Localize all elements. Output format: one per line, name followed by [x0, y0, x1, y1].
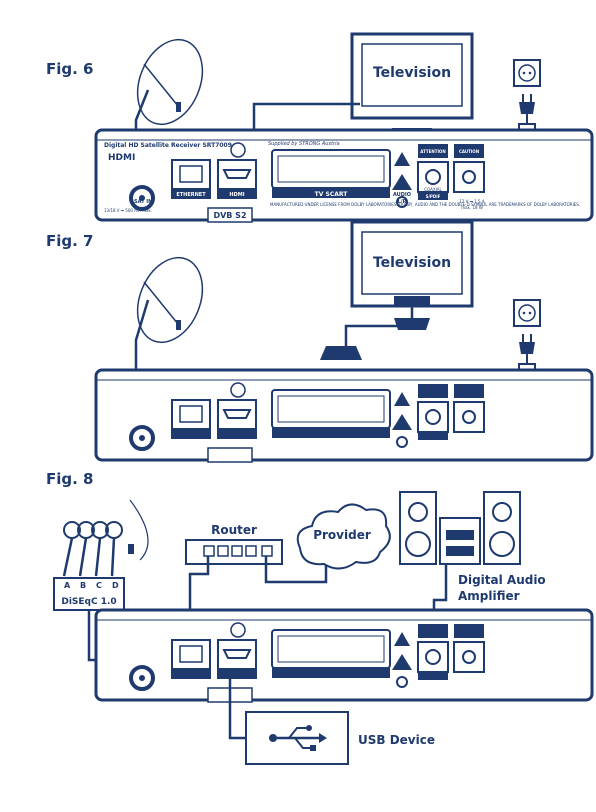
lnb-cables [62, 537, 116, 577]
receiver-supplied: Supplied by STRONG Austria [268, 141, 340, 147]
license-text: MANUFACTURED UNDER LICENSE FROM DOLBY LA… [270, 202, 580, 207]
audio-label: AUDIO [393, 192, 411, 198]
usb-device-label: USB Device [358, 733, 435, 747]
scart-plug-icon [394, 318, 430, 330]
tv-label: Television [373, 255, 451, 271]
figure-label: Fig. 6 [46, 60, 93, 78]
lr-label: L/R [398, 199, 407, 205]
amplifier-icon [439, 517, 481, 565]
satellite-dish-icon [124, 29, 216, 135]
sat-spec: 13/18 V ⎓ 500 mA max. [104, 208, 152, 213]
scart-plug-icon [320, 346, 362, 360]
television-icon [350, 220, 474, 308]
speaker-icon [483, 491, 521, 565]
tv-label: Television [373, 65, 451, 81]
router-label: Router [211, 523, 257, 537]
diseqc-port-a: A [64, 581, 71, 590]
television-icon [350, 32, 474, 136]
diseqc-switch [53, 577, 125, 611]
internet-cable [264, 556, 328, 584]
sat-in-label: SAT IN [134, 199, 152, 205]
cloud-icon [296, 503, 391, 570]
provider-label: Provider [313, 528, 371, 542]
spdif-label: S/PDIF [426, 194, 441, 199]
power-spec: 12 V ⎓ 1,5 A [459, 199, 484, 204]
ethernet-cable [188, 556, 210, 640]
receiver [94, 368, 594, 464]
speaker-icon [399, 491, 437, 565]
diseqc-port-b: B [80, 581, 86, 590]
amplifier-label-line2: Amplifier [458, 589, 520, 603]
ethernet-port-label: ETHERNET [176, 192, 206, 198]
hdmi-logo: HDMI [108, 153, 135, 163]
usb-icon [269, 725, 327, 751]
scart-port-label: TV SCART [315, 191, 349, 198]
diseqc-port-d: D [112, 581, 119, 590]
diseqc-label: DiSEqC 1.0 [61, 597, 116, 607]
diseqc-port-c: C [96, 581, 102, 590]
dvb-logo: DVB S2 [213, 211, 246, 220]
attention-label: ATTENTION [420, 149, 445, 154]
satellite-dish-icon [124, 247, 216, 353]
scart-cable [344, 306, 414, 352]
receiver [94, 608, 594, 704]
amplifier-label-line1: Digital Audio [458, 573, 546, 587]
caution-label: CAUTION [459, 149, 479, 154]
router-icon [185, 539, 283, 565]
receiver-model: Digital HD Satellite Receiver SRT7009 [104, 142, 232, 149]
hdmi-port-label: HDMI [229, 192, 244, 198]
satellite-dish-icon [63, 499, 149, 561]
usb-cable [228, 678, 246, 740]
coaxial-label: COAXIAL [424, 187, 442, 192]
figure-label: Fig. 7 [46, 232, 93, 250]
figure-label: Fig. 8 [46, 470, 93, 488]
power-max: max. 18 W [461, 205, 483, 210]
